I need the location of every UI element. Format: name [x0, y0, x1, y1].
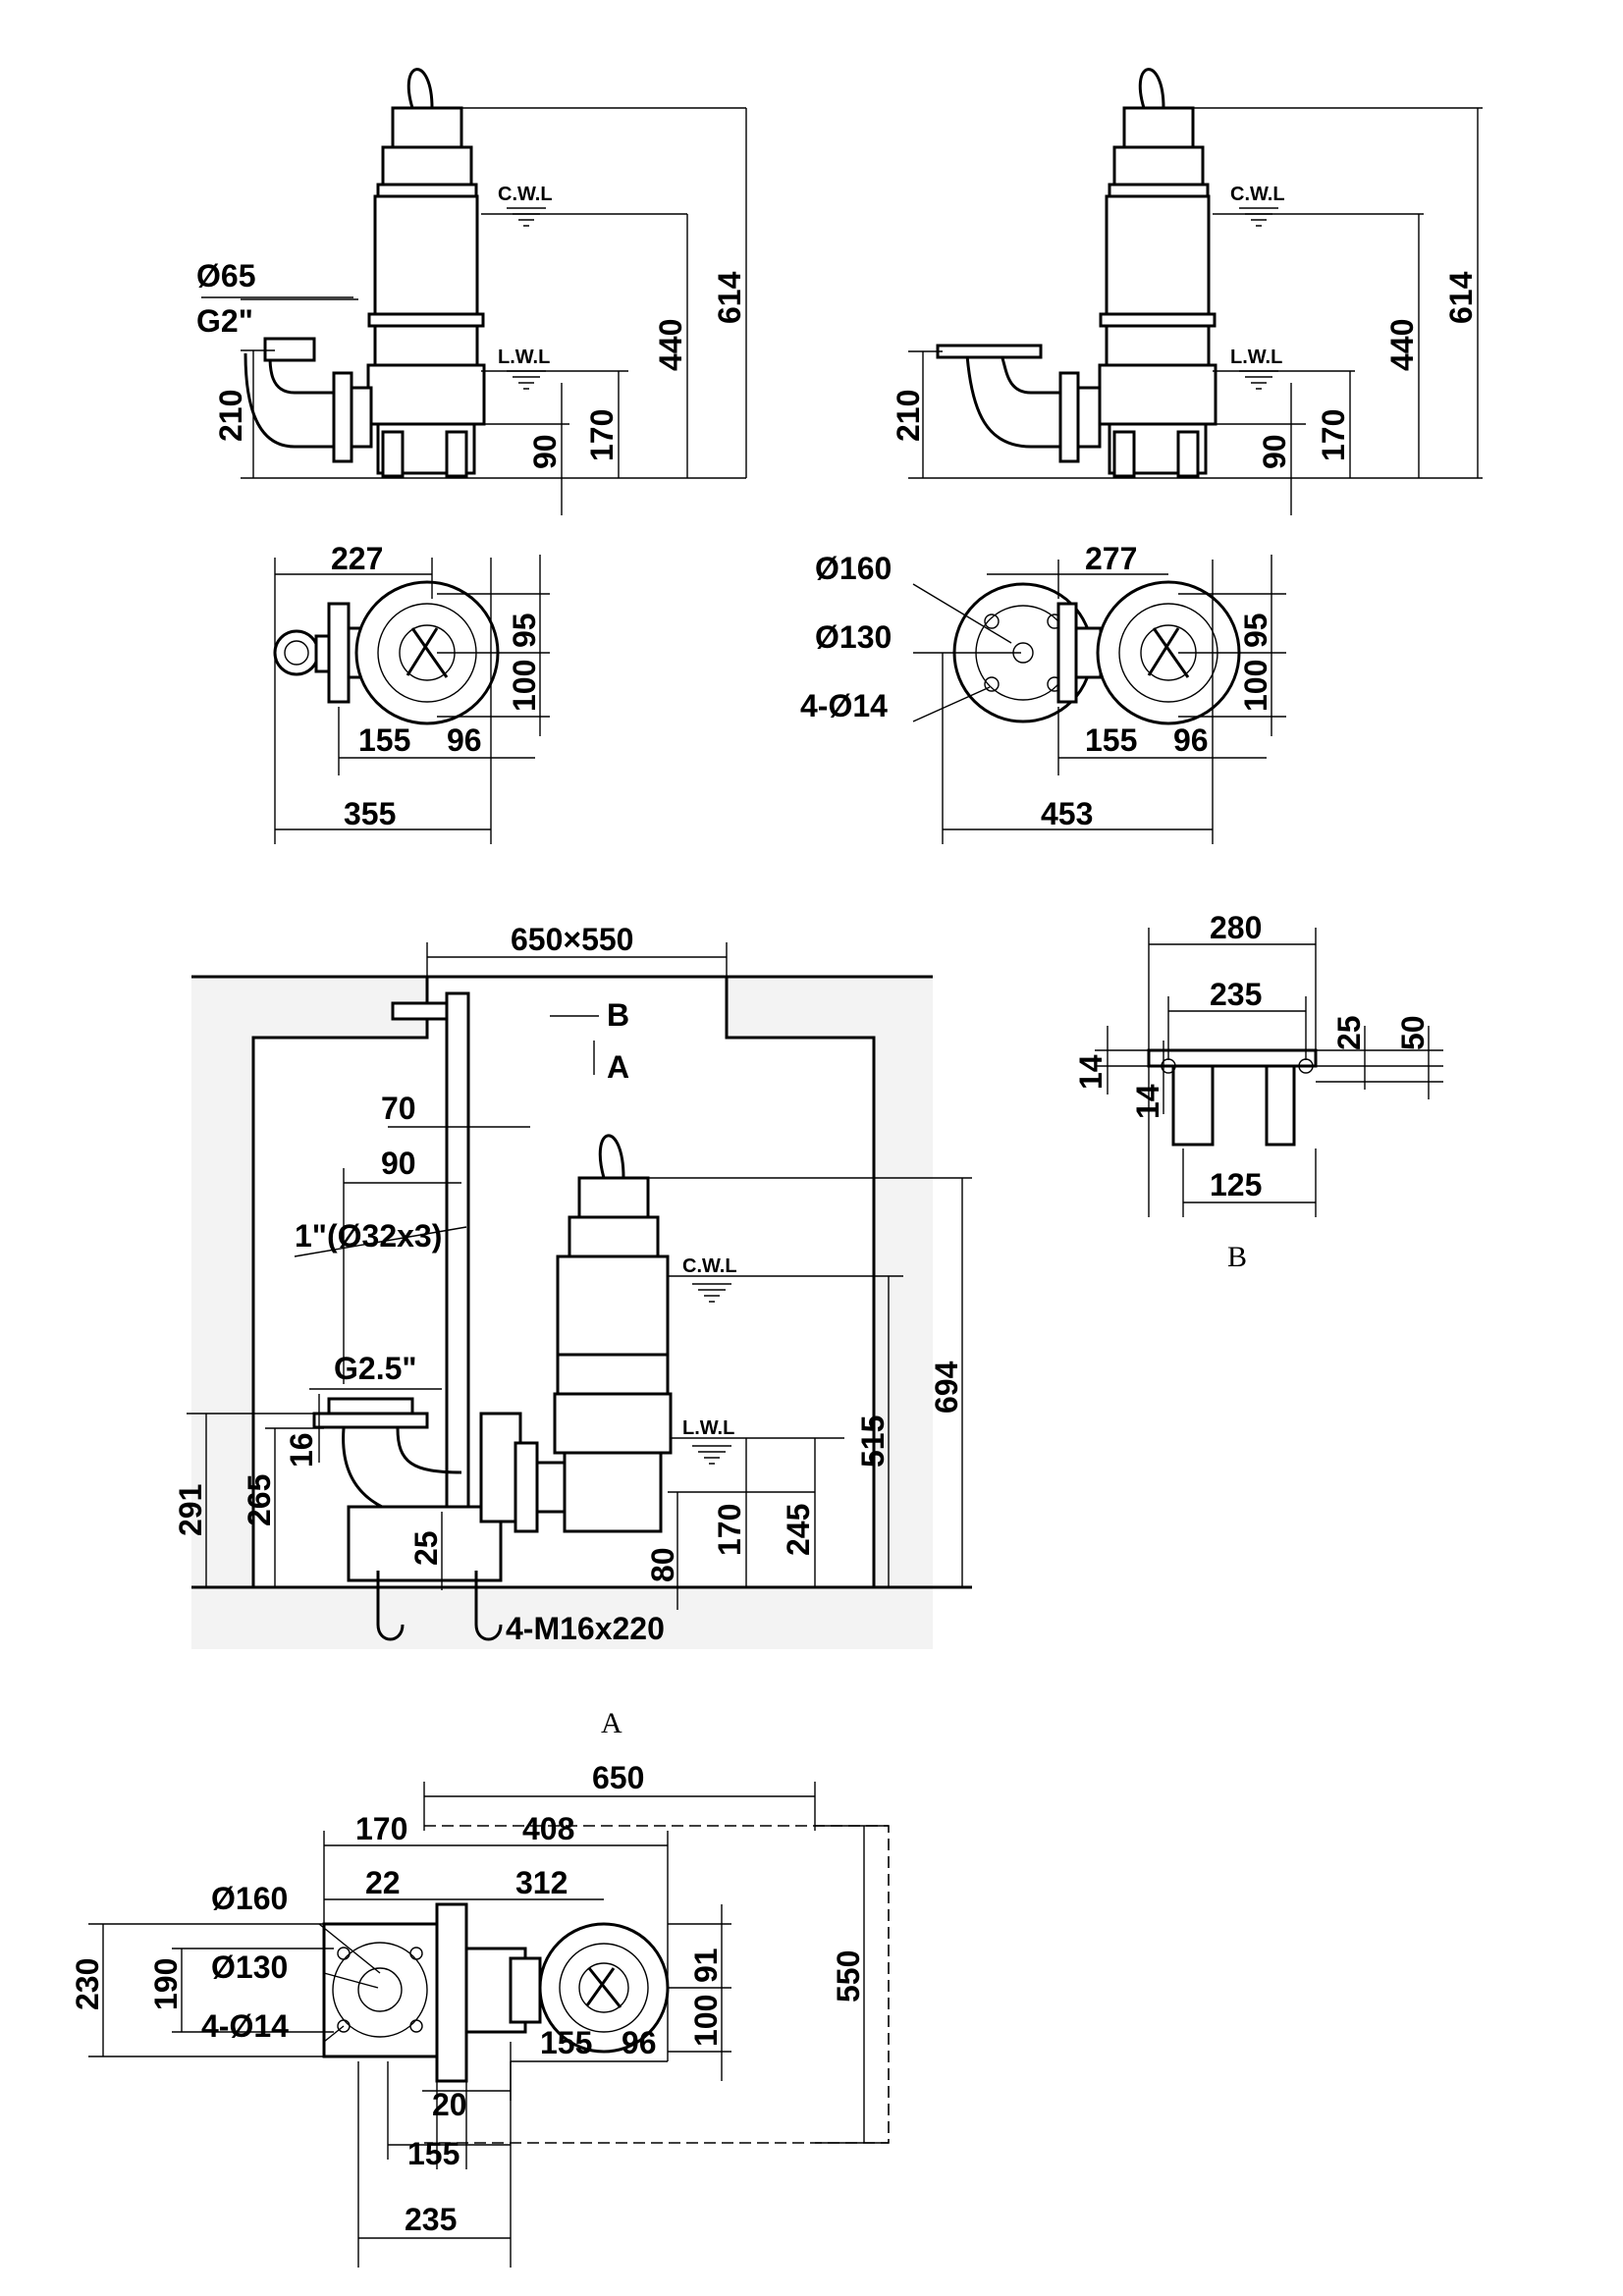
dim-155: 155 [1085, 722, 1137, 758]
dim-20: 20 [432, 2087, 467, 2122]
dim-holes: 4-Ø14 [800, 688, 888, 723]
dim-235: 235 [405, 2202, 457, 2237]
lwl-label: L.W.L [1230, 347, 1282, 368]
dim-312: 312 [515, 1865, 568, 1900]
dim-155b: 155 [407, 2136, 460, 2171]
dim-90: 90 [381, 1146, 416, 1181]
dim-100: 100 [1238, 660, 1273, 712]
dim-277: 277 [1085, 541, 1137, 576]
cwl-label: C.W.L [1230, 184, 1285, 205]
dim-125: 125 [1210, 1167, 1262, 1202]
dim-155: 155 [358, 722, 410, 758]
dim-96: 96 [622, 2025, 657, 2060]
cwl-level-icon [1239, 207, 1278, 227]
dim-170: 170 [712, 1504, 747, 1556]
view-a: A 650 170 408 22 312 Ø160 Ø130 [70, 1707, 890, 2268]
dim-95: 95 [1238, 613, 1273, 648]
elevation-view-right: C.W.L L.W.L 210 90 170 440 614 [891, 68, 1483, 515]
dim-opening: 650×550 [511, 922, 633, 957]
lwl-level-icon [507, 370, 546, 390]
dim-50: 50 [1395, 1015, 1431, 1050]
dim-265: 265 [242, 1474, 277, 1526]
dim-d160: Ø160 [211, 1881, 288, 1916]
dim-170: 170 [355, 1811, 407, 1846]
dim-515: 515 [855, 1415, 891, 1468]
dim-a-arrow: A [607, 1049, 629, 1085]
dim-25: 25 [408, 1530, 444, 1566]
dim-408: 408 [522, 1811, 574, 1846]
dim-245: 245 [781, 1504, 816, 1556]
dim-22: 22 [365, 1865, 401, 1900]
dim-g25: G2.5" [334, 1351, 417, 1386]
cwl-label: C.W.L [498, 184, 553, 205]
dim-440: 440 [653, 319, 688, 371]
cwl-label: C.W.L [682, 1255, 737, 1277]
plan-view-right: 277 Ø160 Ø130 4-Ø14 95 100 155 96 453 [800, 541, 1286, 844]
dim-holes: 4-Ø14 [201, 2008, 289, 2044]
dim-d130: Ø130 [815, 619, 892, 655]
dim-b-arrow: B [607, 997, 629, 1033]
dim-90: 90 [1257, 434, 1292, 469]
plan-view-left: 227 95 100 155 96 355 [273, 541, 550, 844]
dim-96: 96 [1173, 722, 1209, 758]
dim-d65: Ø65 [196, 258, 255, 294]
dim-453: 453 [1041, 796, 1093, 831]
dim-14a: 14 [1073, 1054, 1109, 1090]
lwl-label: L.W.L [498, 347, 550, 368]
view-a-title: A [601, 1707, 622, 1739]
dim-d160: Ø160 [815, 551, 892, 586]
dim-694: 694 [929, 1361, 964, 1414]
dim-pipe: 1"(Ø32x3) [295, 1218, 442, 1254]
lwl-label: L.W.L [682, 1417, 734, 1439]
dim-355: 355 [344, 796, 396, 831]
dim-g2: G2" [196, 303, 253, 339]
detail-b: 280 235 25 50 14 14 125 B [1073, 910, 1443, 1273]
lwl-level-icon [692, 1445, 731, 1465]
dim-230: 230 [70, 1958, 105, 2010]
dim-235: 235 [1210, 977, 1262, 1012]
cwl-level-icon [507, 207, 546, 227]
dim-440: 440 [1384, 319, 1420, 371]
cwl-level-icon [692, 1283, 731, 1303]
dim-25: 25 [1331, 1015, 1367, 1050]
dim-91: 91 [688, 1948, 724, 1983]
dim-80: 80 [645, 1547, 680, 1582]
dim-614: 614 [1443, 271, 1479, 324]
dim-100: 100 [688, 1995, 724, 2047]
dim-550: 550 [831, 1950, 866, 2002]
dim-70: 70 [381, 1091, 416, 1126]
dim-100: 100 [507, 660, 542, 712]
dim-155a: 155 [540, 2025, 592, 2060]
dim-d130: Ø130 [211, 1949, 288, 1985]
dim-90: 90 [527, 434, 563, 469]
dim-280: 280 [1210, 910, 1262, 945]
dim-96: 96 [447, 722, 482, 758]
dim-14b: 14 [1130, 1084, 1165, 1119]
elevation-view-left: C.W.L L.W.L 210 90 170 440 614 Ø65 G2" [196, 68, 747, 515]
dim-210: 210 [891, 390, 926, 442]
dim-95: 95 [507, 613, 542, 648]
dim-227: 227 [331, 541, 383, 576]
installation-section: C.W.L L.W.L 650×550 B A 70 90 1"(Ø32x3) … [173, 922, 972, 1649]
dim-170: 170 [584, 409, 620, 461]
lwl-level-icon [1239, 370, 1278, 390]
dim-16: 16 [284, 1432, 319, 1468]
dim-210: 210 [213, 390, 248, 442]
dim-291: 291 [173, 1484, 208, 1536]
dim-650: 650 [592, 1760, 644, 1795]
detail-b-title: B [1227, 1241, 1247, 1273]
dim-190: 190 [148, 1958, 184, 2010]
dim-bolts: 4-M16x220 [506, 1611, 665, 1646]
dim-170: 170 [1316, 409, 1351, 461]
dim-614: 614 [712, 271, 747, 324]
